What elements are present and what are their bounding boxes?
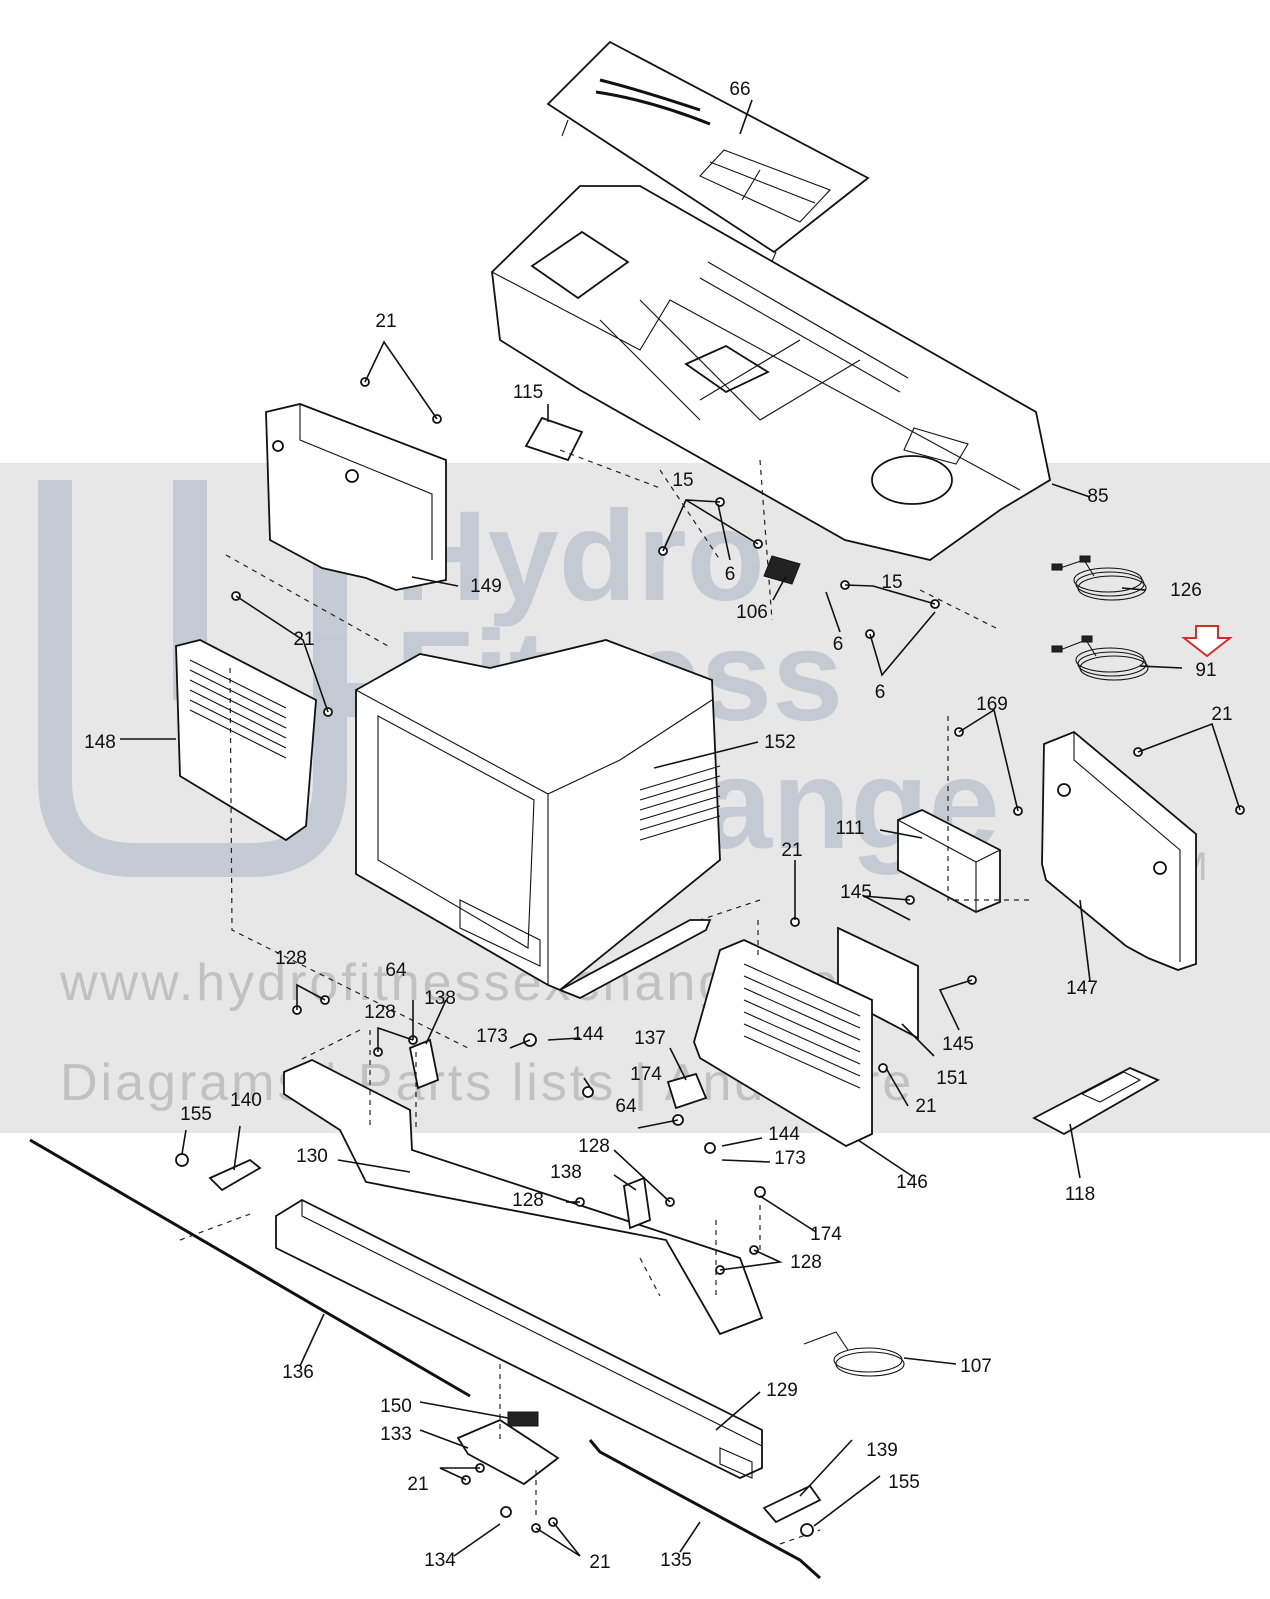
callout-label-c133: 133 <box>380 1424 412 1445</box>
callout-label-c21b: 21 <box>293 629 314 650</box>
callout-label-c128a: 128 <box>275 948 307 969</box>
part-138-bracket <box>408 1038 651 1230</box>
callout-label-c150: 150 <box>380 1396 412 1417</box>
callout-label-c21f: 21 <box>407 1474 428 1495</box>
callout-label-c128b: 128 <box>364 1002 396 1023</box>
callout-label-c85: 85 <box>1087 486 1108 507</box>
callout-label-c145a: 145 <box>840 882 872 903</box>
callout-label-c136: 136 <box>282 1362 314 1383</box>
callout-label-c107: 107 <box>960 1356 992 1377</box>
callout-label-c64a: 64 <box>385 960 407 981</box>
callout-label-c21e: 21 <box>915 1096 936 1117</box>
part-137-bracket <box>666 1072 708 1110</box>
part-91-cable <box>1051 635 1149 681</box>
callout-label-c6b: 6 <box>833 634 844 655</box>
callout-label-c15b: 15 <box>881 572 902 593</box>
callout-label-c148: 148 <box>84 732 116 753</box>
part-130-base-plate <box>283 1059 764 1336</box>
callout-label-c155a: 155 <box>180 1104 212 1125</box>
assembly-guide-lines <box>179 449 1030 1545</box>
part-135-rod <box>588 1439 822 1580</box>
callout-label-c135: 135 <box>660 1550 692 1571</box>
callout-label-c21d: 21 <box>781 840 802 861</box>
callout-label-c174b: 174 <box>810 1224 842 1245</box>
part-146-right-shroud <box>693 939 873 1148</box>
leader-lines <box>120 99 1241 1557</box>
callout-label-c151: 151 <box>936 1068 968 1089</box>
callout-label-c138a: 138 <box>424 988 456 1009</box>
part-147-right-bracket <box>1041 730 1197 971</box>
callout-label-c66: 66 <box>729 79 750 100</box>
callout-label-c128c: 128 <box>578 1136 610 1157</box>
callout-label-c155b: 155 <box>888 1472 920 1493</box>
part-111-enclosure <box>897 809 1001 913</box>
part-129-frame-tube <box>275 1198 763 1479</box>
callout-label-c115: 115 <box>513 382 543 403</box>
callout-label-c169: 169 <box>976 694 1008 715</box>
callout-label-c21a: 21 <box>375 311 396 332</box>
part-126-cable <box>1051 555 1147 601</box>
callout-label-c128d: 128 <box>512 1190 544 1211</box>
callout-label-c139: 139 <box>866 1440 898 1461</box>
callout-label-c106: 106 <box>736 602 768 623</box>
watermark-line-1: Hydro <box>395 485 765 628</box>
callout-label-c138b: 138 <box>550 1162 582 1183</box>
callout-label-c173b: 173 <box>774 1148 806 1169</box>
callout-label-c6c: 6 <box>875 682 886 703</box>
part-136-rod <box>29 1138 471 1398</box>
callout-label-c128e: 128 <box>790 1252 822 1273</box>
callout-label-c137: 137 <box>634 1028 666 1049</box>
callout-label-c21g: 21 <box>589 1552 610 1573</box>
callout-label-c130: 130 <box>296 1146 328 1167</box>
part-148-left-shroud <box>175 639 317 842</box>
highlight-arrow-icon <box>1181 625 1233 658</box>
callout-label-c147: 147 <box>1066 978 1098 999</box>
callout-label-c21c: 21 <box>1211 704 1232 725</box>
part-150-connector <box>507 1411 539 1427</box>
callout-label-c126: 126 <box>1170 580 1202 601</box>
part-107-cable <box>803 1331 905 1377</box>
callout-label-c64b: 64 <box>615 1096 637 1117</box>
part-133-housing <box>456 1418 560 1486</box>
callout-label-c134: 134 <box>424 1550 456 1571</box>
callout-label-c140: 140 <box>230 1090 262 1111</box>
callout-label-c144a: 144 <box>572 1024 604 1045</box>
callout-label-c118: 118 <box>1065 1184 1095 1205</box>
callout-label-c174a: 174 <box>630 1064 662 1085</box>
callout-label-c149: 149 <box>470 576 502 597</box>
part-152-monitor <box>355 639 721 999</box>
callout-label-c15a: 15 <box>672 470 693 491</box>
part-106-keypad <box>763 555 801 585</box>
callout-label-c152: 152 <box>764 732 796 753</box>
part-139-switch-plate <box>762 1484 822 1524</box>
callout-label-c173a: 173 <box>476 1026 508 1047</box>
callout-label-c111: 111 <box>836 818 865 839</box>
callout-label-c145b: 145 <box>942 1034 974 1055</box>
callout-label-c144b: 144 <box>768 1124 800 1145</box>
part-149-left-bracket <box>265 403 447 591</box>
part-140-switch-plate <box>208 1158 262 1192</box>
part-66-console-overlay <box>546 40 870 267</box>
part-115-label-plate <box>524 416 584 462</box>
callout-label-c91: 91 <box>1195 660 1216 681</box>
part-118-remote-control <box>1032 1067 1161 1136</box>
callout-label-c129: 129 <box>766 1380 798 1401</box>
part-85-console-housing <box>491 185 1052 561</box>
part-151-panel <box>837 926 919 1040</box>
callout-label-c146: 146 <box>896 1172 928 1193</box>
callout-label-c6a: 6 <box>725 564 736 585</box>
